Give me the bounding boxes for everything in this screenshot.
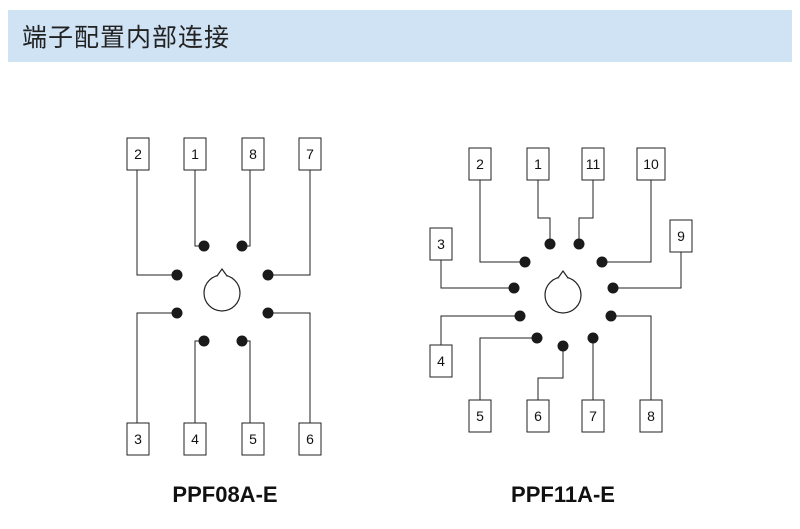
socket-key-notch [216, 267, 228, 277]
pin-label-6: 6 [534, 408, 542, 424]
pin-box-9: 9 [669, 219, 693, 253]
pin-dot-8 [605, 310, 617, 322]
pin-box-2: 2 [126, 137, 150, 171]
pin-box-1: 1 [526, 147, 550, 181]
pin-box-5: 5 [241, 422, 265, 456]
pin-box-1: 1 [183, 137, 207, 171]
pin-label-11: 11 [586, 156, 601, 172]
pin-dot-2 [519, 256, 531, 268]
pin-label-8: 8 [249, 146, 257, 162]
pin-dot-4 [514, 310, 526, 322]
pin-label-1: 1 [534, 156, 542, 172]
pin-dot-1 [544, 238, 556, 250]
socket-key-notch [557, 269, 569, 279]
pin-label-3: 3 [134, 431, 142, 447]
pin-box-4: 4 [429, 344, 453, 378]
pin-dot-10 [596, 256, 608, 268]
model-label-ppf11a: PPF11A-E [511, 482, 615, 507]
section-title: 端子配置内部连接 [22, 23, 231, 52]
socket-key-circle [203, 274, 241, 312]
pin-dot-6 [557, 340, 569, 352]
pin-dot-3 [171, 307, 183, 319]
pin-dot-3 [508, 282, 520, 294]
pin-box-7: 7 [298, 137, 322, 171]
pin-label-5: 5 [476, 408, 484, 424]
pin-box-11: 11 [581, 147, 605, 181]
pin-box-8: 8 [241, 137, 265, 171]
pin-label-7: 7 [306, 146, 314, 162]
pin-label-2: 2 [134, 146, 142, 162]
pin-box-5: 5 [468, 399, 492, 433]
pin-dot-1 [198, 240, 210, 252]
pin-box-4: 4 [183, 422, 207, 456]
pin-label-9: 9 [677, 228, 685, 244]
pin-box-6: 6 [526, 399, 550, 433]
pin-label-6: 6 [306, 431, 314, 447]
model-label-ppf08a: PPF08A-E [172, 482, 277, 507]
pin-box-2: 2 [468, 147, 492, 181]
pin-dot-7 [262, 269, 274, 281]
pin-label-4: 4 [191, 431, 199, 447]
pin-label-1: 1 [191, 146, 199, 162]
pin-box-7: 7 [581, 399, 605, 433]
pin-box-3: 3 [126, 422, 150, 456]
diagram-ppf08a: 2 1 8 7 3 4 5 6 PPF08A-E [126, 137, 322, 507]
pin-dot-7 [587, 332, 599, 344]
socket-key-circle [544, 276, 582, 314]
pin-dot-4 [198, 335, 210, 347]
pin-label-3: 3 [437, 236, 445, 252]
pin-label-7: 7 [589, 408, 597, 424]
pin-dot-11 [573, 238, 585, 250]
pin-label-8: 8 [647, 408, 655, 424]
pin-label-5: 5 [249, 431, 257, 447]
section-header: 端子配置内部连接 [8, 10, 792, 62]
pin-dot-5 [236, 335, 248, 347]
diagram-ppf11a: 2 1 11 10 3 9 4 5 6 7 8 PPF11A-E [429, 147, 693, 507]
pin-dot-9 [607, 282, 619, 294]
pin-label-4: 4 [437, 353, 445, 369]
pin-dot-6 [262, 307, 274, 319]
pin-box-6: 6 [298, 422, 322, 456]
pin-box-10: 10 [636, 147, 666, 181]
pin-box-3: 3 [429, 227, 453, 261]
pin-box-8: 8 [639, 399, 663, 433]
pin-dot-5 [531, 332, 543, 344]
pin-label-10: 10 [643, 156, 659, 172]
pin-dot-8 [236, 240, 248, 252]
pin-label-2: 2 [476, 156, 484, 172]
pin-dot-2 [171, 269, 183, 281]
